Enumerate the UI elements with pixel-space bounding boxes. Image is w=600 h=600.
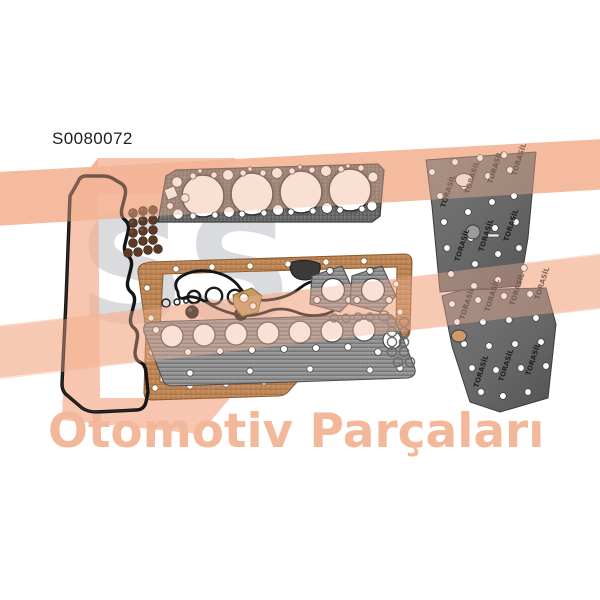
gasket-print-11: TORASİL bbox=[532, 265, 551, 300]
manifold-gasket bbox=[143, 313, 416, 387]
exhaust-flange-gasket-right bbox=[349, 265, 397, 313]
timing-cover-gasket-lower: TORASİL TORASİL TORASİL TORASİL TORASİL … bbox=[441, 265, 557, 413]
valve-stem-seals bbox=[123, 205, 163, 258]
valve-cover-gasket bbox=[60, 174, 150, 414]
cylinder-head-gasket bbox=[157, 163, 385, 223]
small-washer-set bbox=[329, 310, 416, 368]
copper-washers bbox=[232, 287, 263, 317]
watermark-bottom-text: Otomotiv Parçaları bbox=[48, 404, 545, 459]
timing-cover-gasket-upper: TORASİL TORASİL TORASİL TORASİL TORASİL … bbox=[425, 141, 537, 293]
part-number-label: S0080072 bbox=[52, 129, 133, 148]
